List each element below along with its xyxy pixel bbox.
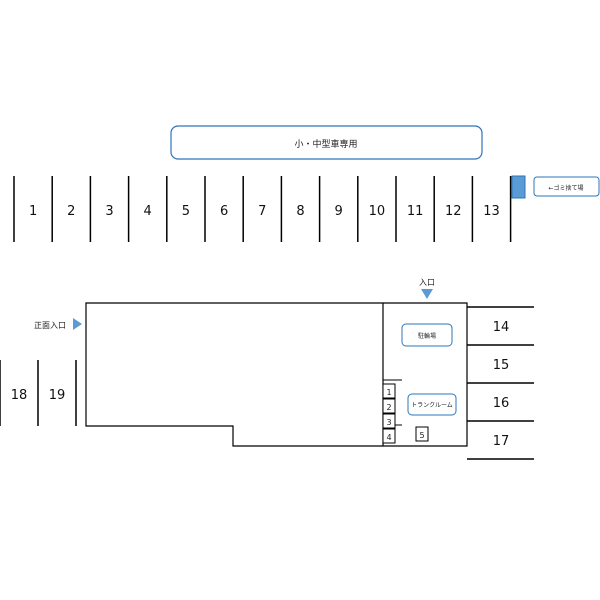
trash-label: ←ゴミ捨て場 <box>548 184 583 192</box>
locker-5-label: 5 <box>419 431 424 440</box>
parking-space-7: 7 <box>258 204 266 219</box>
parking-space-15: 15 <box>493 358 510 373</box>
main-entrance-label: 正面入口 <box>34 321 66 330</box>
parking-space-2: 2 <box>67 204 75 219</box>
bike-parking-label: 駐輪場 <box>418 332 436 340</box>
locker-column: 1 2 3 4 <box>382 383 396 444</box>
parking-space-9: 9 <box>335 204 343 219</box>
locker-5-box <box>415 426 429 442</box>
parking-space-1: 1 <box>29 204 37 219</box>
trunk-room-box <box>407 393 457 416</box>
locker-2-label: 2 <box>386 403 391 412</box>
banner-frame <box>170 125 483 160</box>
parking-space-18: 18 <box>11 388 28 403</box>
trunk-room-label: トランクルーム <box>411 402 453 409</box>
entrance-label: 入口 <box>419 278 435 287</box>
main-entrance-arrow-icon <box>73 318 82 330</box>
building: 正面入口 入口 駐輪場 トランクルーム 1 2 3 4 5 <box>34 278 468 447</box>
locker-4-label: 4 <box>386 433 391 442</box>
locker-2-box <box>382 398 396 414</box>
bike-parking-box <box>401 323 453 347</box>
parking-space-14: 14 <box>493 320 510 335</box>
locker-3-box <box>382 413 396 429</box>
parking-space-5: 5 <box>182 204 190 219</box>
parking-space-17: 17 <box>493 434 510 449</box>
trash-marker <box>511 175 526 199</box>
parking-space-19: 19 <box>49 388 66 403</box>
banner-label: 小・中型車専用 <box>294 138 357 150</box>
locker-1-label: 1 <box>386 388 391 397</box>
right-parking-row: 14 15 16 17 <box>467 306 534 460</box>
trash-label-box <box>533 176 600 197</box>
parking-space-13: 13 <box>483 204 500 219</box>
parking-space-8: 8 <box>296 204 304 219</box>
trash-area: ←ゴミ捨て場 <box>511 175 600 199</box>
parking-space-11: 11 <box>407 204 424 219</box>
parking-space-6: 6 <box>220 204 228 219</box>
compact-car-banner: 小・中型車専用 <box>170 125 483 160</box>
entrance-arrow-icon <box>421 289 433 299</box>
locker-1-box <box>382 383 396 399</box>
locker-3-label: 3 <box>386 418 391 427</box>
building-outline <box>85 302 468 447</box>
locker-4-box <box>382 428 396 444</box>
parking-space-3: 3 <box>105 204 113 219</box>
parking-space-10: 10 <box>369 204 386 219</box>
parking-space-12: 12 <box>445 204 462 219</box>
parking-space-16: 16 <box>493 396 510 411</box>
parking-space-4: 4 <box>144 204 152 219</box>
